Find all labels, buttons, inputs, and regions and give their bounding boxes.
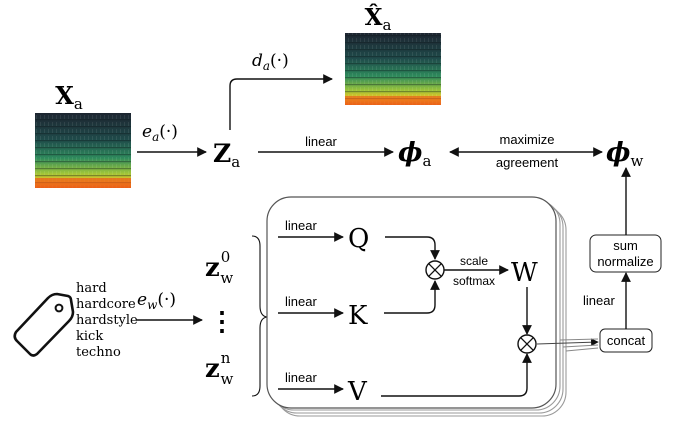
value-symbol: V bbox=[347, 377, 368, 407]
concat-box: concat bbox=[599, 328, 653, 353]
audio-decoder-arrow bbox=[229, 74, 333, 130]
wv-product-icon bbox=[517, 334, 537, 354]
objective-line-2: agreement bbox=[496, 155, 559, 170]
reconstruction-title: X̂a bbox=[365, 4, 392, 34]
tag-list: hard hardcore hardstyle kick techno bbox=[76, 281, 138, 360]
sum-normalize-box: sum normalize bbox=[589, 234, 662, 273]
attention-head bbox=[266, 196, 557, 409]
heads-to-concat-arrows bbox=[536, 338, 599, 352]
aggregation-linear-label: linear bbox=[583, 293, 615, 308]
tag-word: hardcore bbox=[76, 297, 136, 312]
audio-projection: ϕa bbox=[398, 138, 431, 170]
k-to-product-arrow bbox=[384, 280, 440, 314]
word-encoder-label: ew(·) bbox=[137, 290, 176, 312]
input-subscript: a bbox=[74, 95, 83, 113]
audio-linear-label: linear bbox=[305, 134, 337, 149]
qk-product-icon bbox=[425, 260, 445, 280]
word-projection: ϕw bbox=[606, 138, 643, 170]
v-linear-label: linear bbox=[285, 370, 317, 385]
audio-encoder-label: ea(·) bbox=[142, 122, 178, 144]
tag-word: kick bbox=[76, 329, 103, 344]
k-linear-label: linear bbox=[285, 294, 317, 309]
word-latent-ellipsis: ⋮ bbox=[209, 307, 235, 337]
input-symbol: X bbox=[55, 81, 74, 110]
tag-icon bbox=[13, 292, 75, 357]
tag-word: techno bbox=[76, 345, 121, 360]
objective-line-1: maximize bbox=[500, 132, 555, 147]
reconstruction-spectrogram bbox=[345, 33, 441, 105]
softmax-label: softmax bbox=[453, 274, 495, 288]
word-latent-brace bbox=[251, 235, 268, 397]
normalize-label: normalize bbox=[597, 254, 653, 269]
sum-label: sum bbox=[613, 238, 638, 253]
audio-decoder-label: da(·) bbox=[252, 51, 289, 73]
input-spectrogram-title: Xa bbox=[55, 81, 83, 113]
key-symbol: K bbox=[348, 301, 368, 331]
scale-label: scale bbox=[460, 254, 488, 268]
q-to-product-arrow bbox=[385, 236, 440, 260]
reconstruction-symbol: X̂ bbox=[365, 4, 383, 31]
tag-word: hardstyle bbox=[76, 313, 138, 328]
attention-head-stack bbox=[266, 196, 567, 417]
concat-label: concat bbox=[607, 333, 646, 348]
q-linear-label: linear bbox=[285, 218, 317, 233]
input-spectrogram bbox=[35, 113, 131, 188]
query-symbol: Q bbox=[348, 224, 369, 254]
audio-latent: Za bbox=[213, 139, 240, 171]
attention-weights: W bbox=[511, 258, 538, 288]
reconstruction-subscript: a bbox=[382, 16, 391, 34]
v-to-product-arrow bbox=[381, 353, 532, 397]
tag-word: hard bbox=[76, 281, 107, 296]
